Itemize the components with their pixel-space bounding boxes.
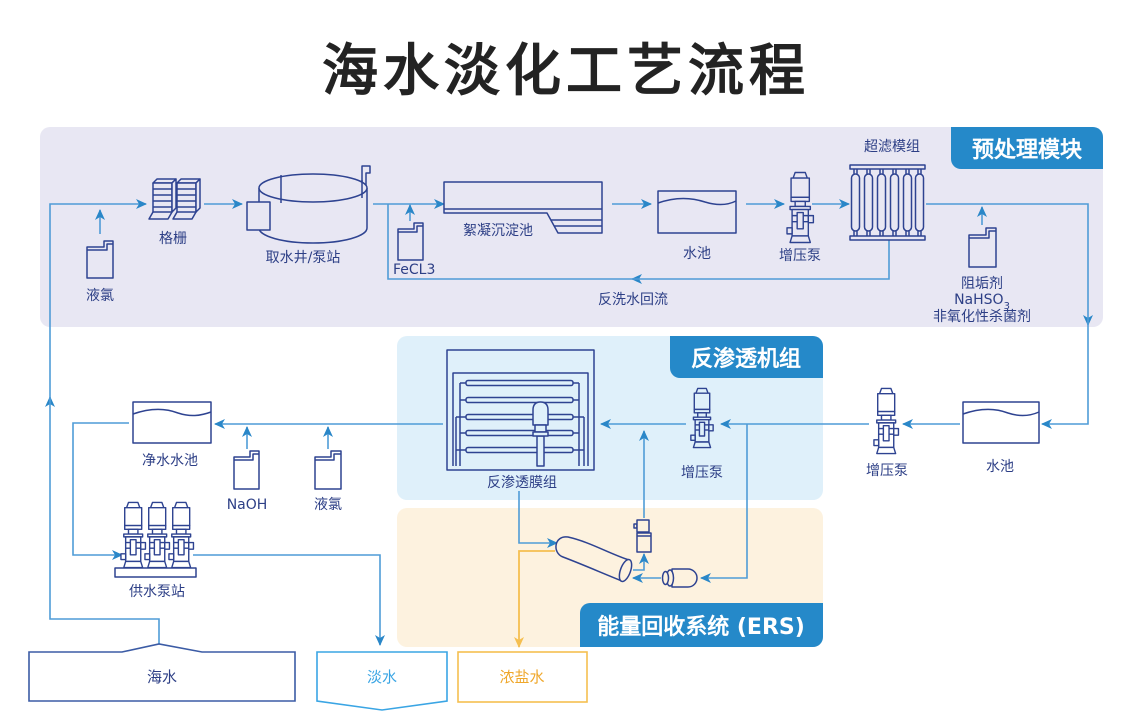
flow-ultrafiltration-out <box>926 203 1093 326</box>
booster-pump-2-label: 增压泵 <box>866 463 908 479</box>
canister-rim-icon <box>315 453 341 461</box>
supply-pump-station: 供水泵站 <box>114 501 197 600</box>
ultrafiltration-label: 超滤模组 <box>864 139 920 155</box>
motor-icon <box>661 568 698 588</box>
pool-2: 水池 <box>962 401 1040 475</box>
chlorine-2-label: 液氯 <box>314 497 342 513</box>
chemical-dosing: 阻垢剂 NaHSO3 非氧化性杀菌剂 <box>933 227 1031 325</box>
pump-icon <box>873 387 900 455</box>
ro-membrane-label: 反渗透膜组 <box>487 475 557 491</box>
grating: 格栅 <box>148 178 201 247</box>
chemical-canister-icon <box>233 450 260 490</box>
pump-icon <box>120 501 147 569</box>
brine-output: 浓盐水 <box>457 651 588 703</box>
flow-branch-to-ers <box>700 424 748 583</box>
energy-recovery-module: 能量回收系统 (ERS) <box>397 508 823 647</box>
booster-pump-1: 增压泵 <box>779 171 821 264</box>
chemical-canister-icon <box>314 450 342 490</box>
water-pool-icon <box>132 401 212 444</box>
naoh-label: NaOH <box>227 497 268 513</box>
chlorine-tank-1: 液氯 <box>86 240 114 304</box>
ers-pump <box>633 519 652 553</box>
booster-pump-2: 增压泵 <box>866 387 908 479</box>
backwash-return-label: 反洗水回流 <box>598 292 668 308</box>
clean-water-pool: 净水水池 <box>132 401 212 469</box>
freshwater-box <box>316 651 448 711</box>
flow-to-pool-2 <box>1041 318 1089 429</box>
flow-ro-concentrate-to-ers <box>518 491 558 548</box>
ro-badge <box>670 336 823 378</box>
canister-rim-icon <box>969 230 996 239</box>
pretreatment-badge <box>951 127 1103 169</box>
flow-intake-to-grating <box>49 199 147 404</box>
supply-pump-station-label: 供水泵站 <box>129 584 185 600</box>
flow-backwash-return <box>631 240 890 284</box>
pump-base-plate <box>114 567 197 578</box>
well-icon <box>246 165 371 244</box>
ers-badge <box>580 603 823 647</box>
pool-1: 水池 <box>657 190 737 262</box>
canister-rim-icon <box>87 243 113 251</box>
pool-2-label: 水池 <box>986 459 1014 475</box>
biocide-label: 非氧化性杀菌剂 <box>933 309 1031 325</box>
pressure-exchanger-icon <box>555 536 633 583</box>
ro-badge-label: 反渗透机组 <box>691 346 801 372</box>
flow-supply-to-freshwater <box>193 554 385 646</box>
chlorine-tank-2: 液氯 <box>314 450 342 513</box>
seawater-source: 海水 <box>28 643 296 702</box>
fecl3-label: FeCL3 <box>393 262 435 278</box>
canister-rim-icon <box>398 225 423 233</box>
pump-icon <box>144 501 171 569</box>
flow-backwash-return-tail <box>387 204 640 280</box>
flow-exchanger-to-ers-pump <box>633 553 649 571</box>
water-pool-icon <box>657 190 737 234</box>
ro-membrane-icon <box>446 349 595 471</box>
pump-icon <box>168 501 195 569</box>
freshwater-label: 淡水 <box>367 668 397 686</box>
pretreatment-badge-label: 预处理模块 <box>972 137 1083 163</box>
grating-label: 格栅 <box>159 231 187 247</box>
chlorine-1-label: 液氯 <box>86 288 114 304</box>
canister-rim-icon <box>234 453 259 461</box>
nahso3-subscript: 3 <box>1004 301 1010 312</box>
clean-water-pool-label: 净水水池 <box>142 453 198 469</box>
seawater-box <box>28 643 296 702</box>
freshwater-output: 淡水 <box>316 651 448 711</box>
ultrafiltration-module: 超滤模组 <box>849 139 926 241</box>
flow-clean-pool-to-supply <box>72 422 129 560</box>
antiscalant-label: 阻垢剂 <box>961 276 1003 292</box>
chemical-canister-icon <box>397 222 424 261</box>
flocculation-tank: 絮凝沉淀池 <box>443 181 603 239</box>
page-title: 海水淡化工艺流程 <box>322 39 810 104</box>
flow-brine-out <box>514 550 555 648</box>
intake-well-label: 取水井/泵站 <box>266 250 341 266</box>
booster-pump-3-label: 增压泵 <box>681 465 723 481</box>
pressure-exchanger <box>555 536 633 583</box>
fecl3-tank: FeCL3 <box>393 222 435 278</box>
brine-label: 浓盐水 <box>499 668 544 686</box>
nahso3-label: NaHSO3 <box>954 292 1010 312</box>
ers-badge-label: 能量回收系统 (ERS) <box>597 614 805 640</box>
ers-pump-icon <box>633 519 652 553</box>
flow-seawater-intake <box>45 396 160 644</box>
pool-1-label: 水池 <box>683 246 711 262</box>
water-pool-icon <box>962 401 1040 444</box>
brine-box <box>457 651 588 703</box>
chemical-canister-icon <box>86 240 114 279</box>
flow-lines <box>45 199 1093 648</box>
naoh-tank: NaOH <box>227 450 268 513</box>
intake-well: 取水井/泵站 <box>246 165 371 266</box>
grating-icon <box>148 178 201 220</box>
ers-motor <box>661 568 698 588</box>
nahso3-main: NaHSO <box>954 292 1004 308</box>
booster-pump-1-label: 增压泵 <box>779 248 821 264</box>
sedimentation-tank-icon <box>443 181 603 234</box>
ultrafiltration-icon <box>849 164 926 241</box>
seawater-label: 海水 <box>147 668 177 686</box>
flocculation-label: 絮凝沉淀池 <box>463 222 533 239</box>
booster-pump-3: 增压泵 <box>681 387 723 481</box>
ro-membrane-group: 反渗透膜组 <box>446 349 595 491</box>
